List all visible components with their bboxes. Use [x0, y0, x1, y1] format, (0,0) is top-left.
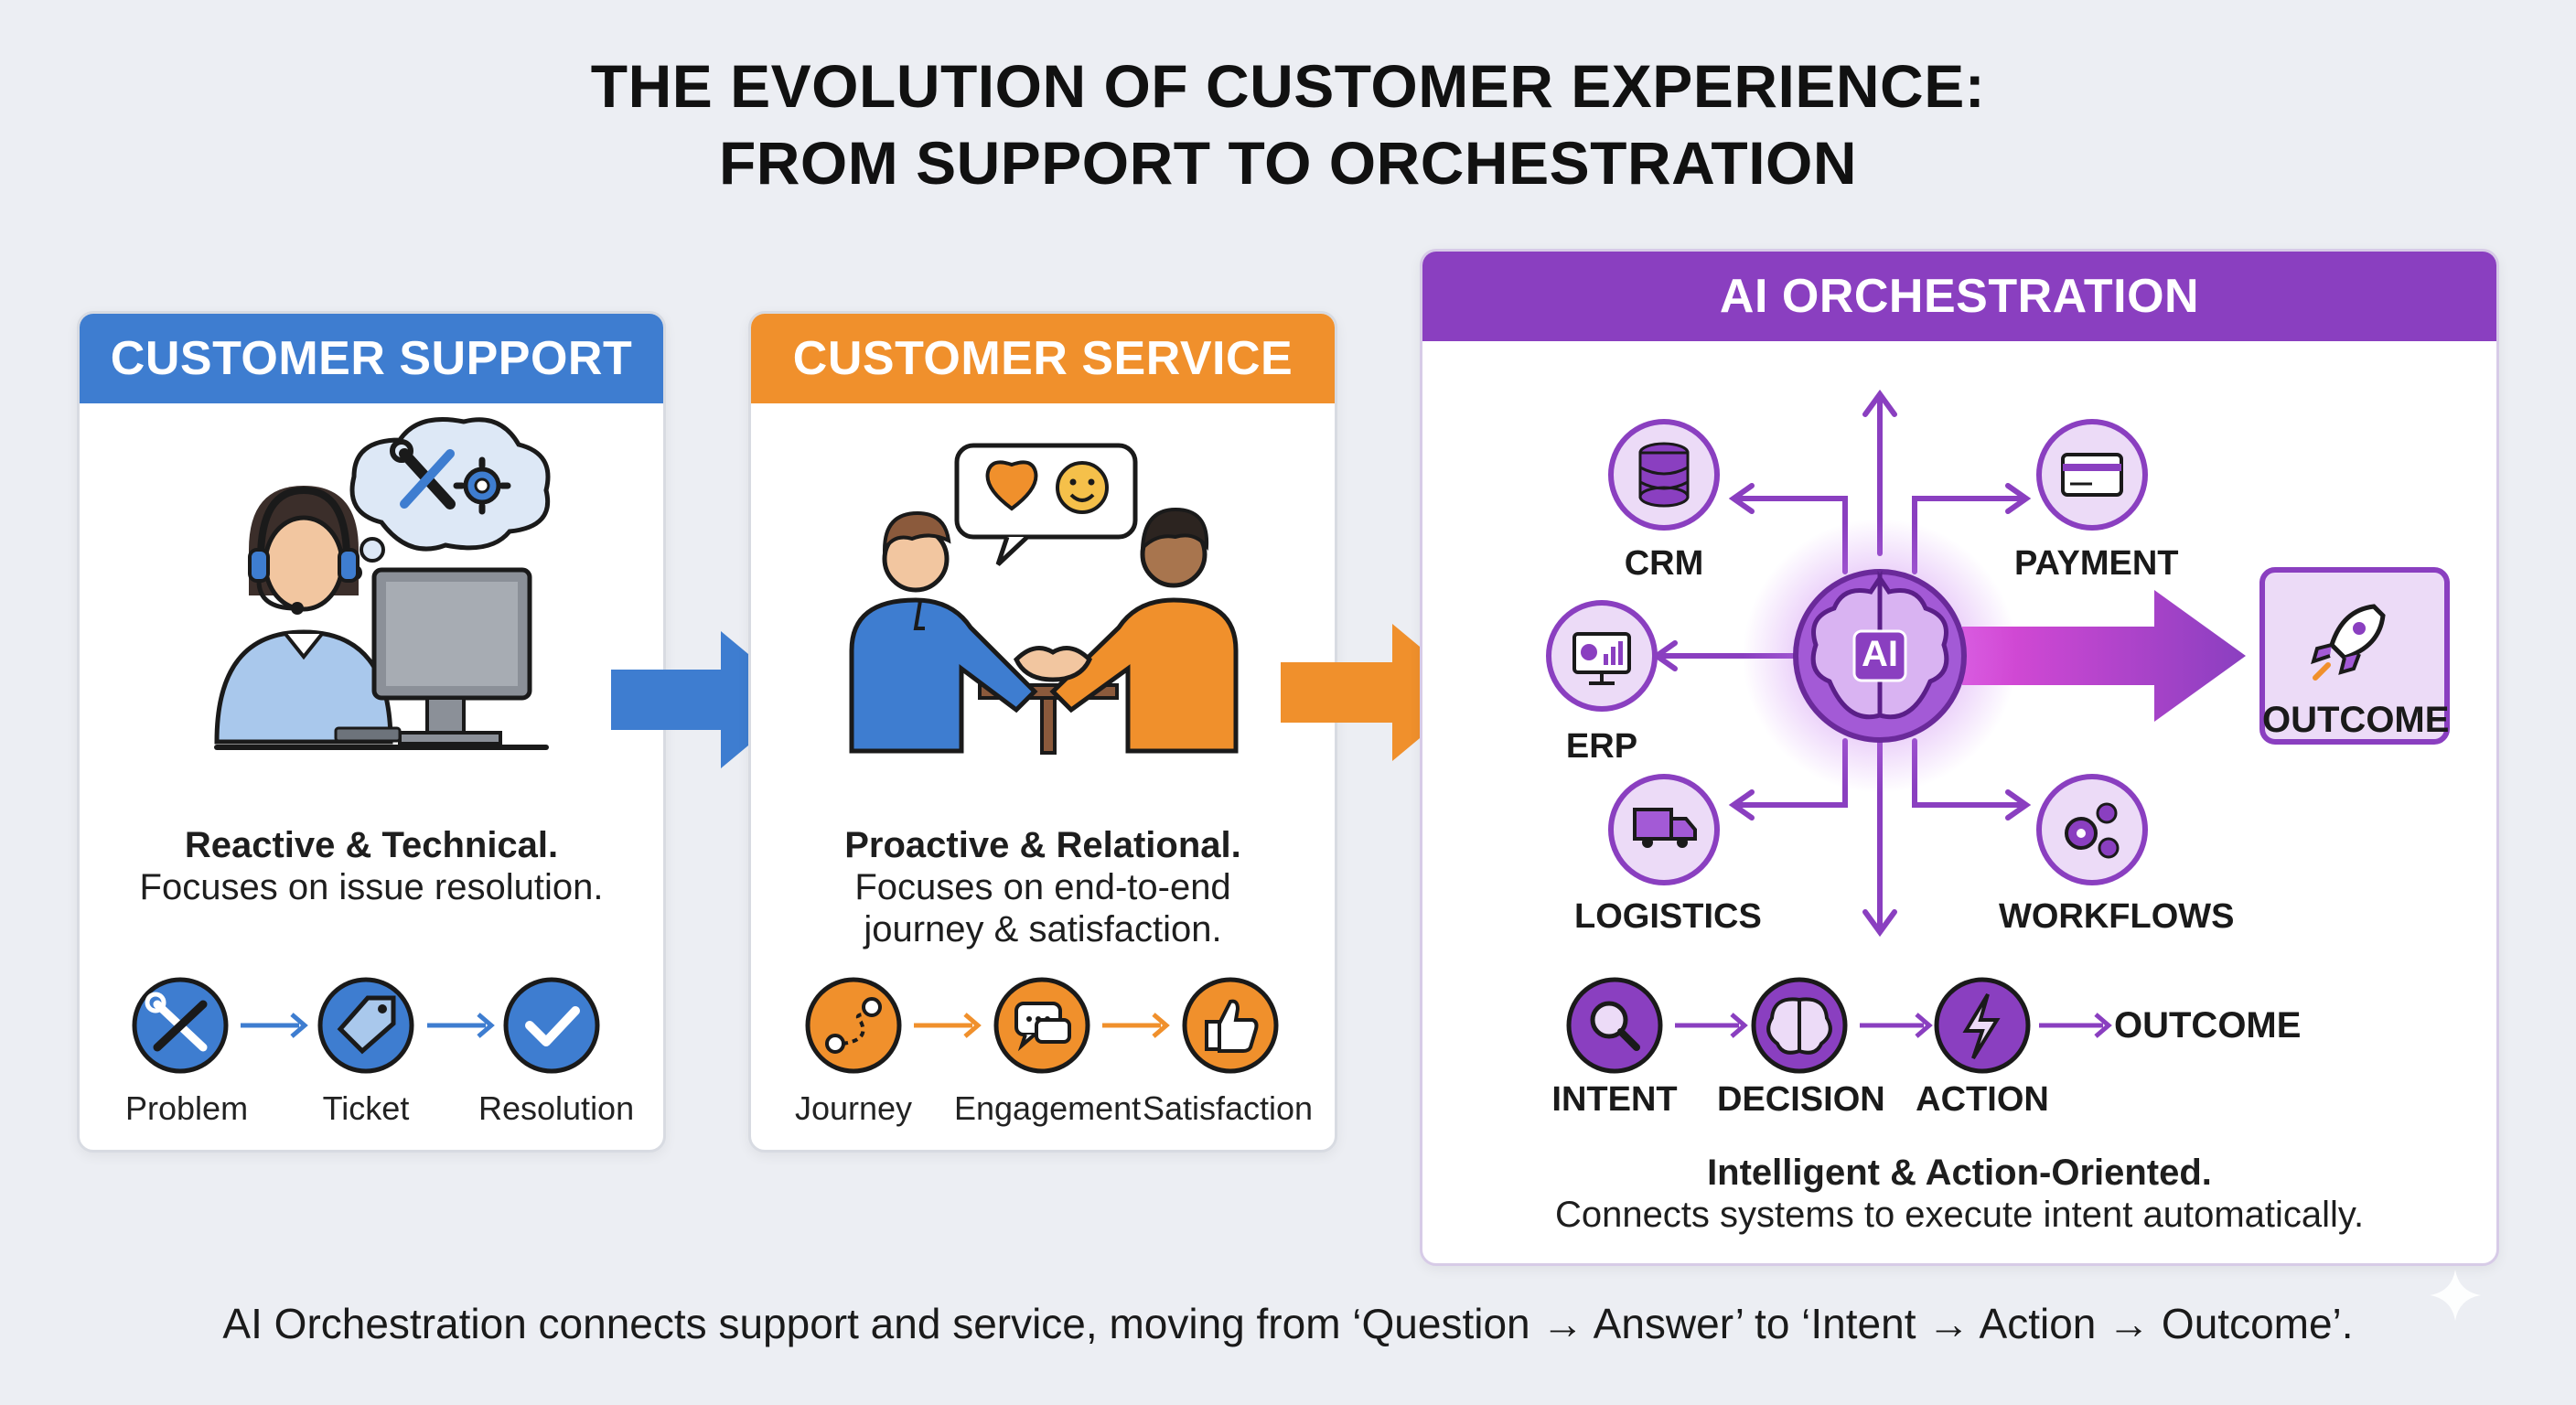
action-lightning-icon [1934, 977, 2031, 1074]
customer-support-card: CUSTOMER SUPPORT [77, 311, 666, 1153]
ai-brain-hub-icon [1743, 519, 2017, 793]
service-desc-bold: Proactive & Relational. [844, 825, 1241, 865]
ticket-tag-icon [317, 977, 414, 1074]
orchestration-desc-text: Connects systems to execute intent autom… [1554, 1195, 2365, 1235]
flow-label-engagement: Engagement [954, 1089, 1142, 1127]
handshake-illustration [849, 443, 1239, 755]
title-line-1: THE EVOLUTION OF CUSTOMER EXPERIENCE: [590, 52, 1986, 120]
service-flow [805, 977, 1279, 1074]
node-label-logistics: LOGISTICS [1574, 897, 1762, 936]
orchestration-description: Intelligent & Action-Oriented. Connects … [1422, 1152, 2496, 1236]
ai-orchestration-header: AI ORCHESTRATION [1422, 252, 2496, 341]
service-desc-line-1: Focuses on end-to-end [854, 867, 1231, 907]
flow-label-journey: Journey [794, 1089, 913, 1127]
flow-label-resolution: Resolution [478, 1089, 635, 1127]
support-flow [132, 977, 600, 1074]
outcome-box-label: OUTCOME [2262, 700, 2450, 740]
problem-tools-icon [132, 977, 229, 1074]
flow-label-satisfaction: Satisfaction [1142, 1089, 1314, 1127]
person-right-icon [1049, 507, 1239, 754]
payment-card-icon [2036, 419, 2148, 531]
ai-orchestration-card: AI ORCHESTRATION [1420, 249, 2499, 1266]
computer-monitor-icon [334, 567, 532, 745]
flow-label-problem: Problem [125, 1089, 249, 1127]
workflows-gears-icon [2036, 774, 2148, 885]
sparkle-icon [2430, 1270, 2481, 1321]
satisfaction-thumbs-up-icon [1182, 977, 1279, 1074]
customer-support-header: CUSTOMER SUPPORT [80, 314, 663, 403]
customer-service-header: CUSTOMER SERVICE [751, 314, 1335, 403]
support-agent-illustration [214, 417, 551, 750]
page-title: THE EVOLUTION OF CUSTOMER EXPERIENCE: FR… [0, 48, 2576, 201]
node-label-workflows: WORKFLOWS [1999, 897, 2235, 936]
support-description: Reactive & Technical. Focuses on issue r… [80, 824, 663, 908]
decision-brain-icon [1751, 977, 1848, 1074]
support-desc-text: Focuses on issue resolution. [139, 867, 604, 907]
node-label-payment: PAYMENT [2014, 544, 2179, 583]
flow-label-outcome: OUTCOME [2114, 1005, 2302, 1046]
flow-label-decision: DECISION [1717, 1080, 1885, 1119]
intent-search-icon [1566, 977, 1663, 1074]
crm-database-icon [1608, 419, 1720, 531]
hub-to-outcome-arrow [1962, 590, 2246, 722]
customer-service-card: CUSTOMER SERVICE Proactive & Rel [748, 311, 1337, 1153]
footer-caption: AI Orchestration connects support and se… [222, 1300, 2354, 1347]
engagement-chat-icon [993, 977, 1090, 1074]
logistics-truck-icon [1608, 774, 1720, 885]
outcome-rocket-box [2259, 567, 2450, 745]
orchestration-desc-bold: Intelligent & Action-Oriented. [1707, 1153, 2212, 1193]
handshake-icon [1014, 646, 1092, 682]
erp-dashboard-icon [1546, 600, 1658, 712]
service-desc-line-2: journey & satisfaction. [864, 909, 1222, 949]
service-description: Proactive & Relational. Focuses on end-t… [751, 824, 1335, 950]
tools-thought-bubble-icon [346, 417, 551, 581]
flow-label-ticket: Ticket [322, 1089, 410, 1127]
orchestration-hub-diagram [1546, 389, 2450, 1074]
person-left-icon [849, 510, 1038, 754]
resolution-check-icon [503, 977, 600, 1074]
support-desc-bold: Reactive & Technical. [184, 825, 559, 865]
heart-smile-speech-bubble-icon [954, 443, 1138, 566]
node-label-crm: CRM [1624, 544, 1704, 583]
title-line-2: FROM SUPPORT TO ORCHESTRATION [718, 129, 1858, 197]
flow-label-action: ACTION [1916, 1080, 2049, 1119]
journey-map-icon [805, 977, 902, 1074]
node-label-erp: ERP [1565, 727, 1638, 766]
hub-ai-label: AI [1862, 634, 1898, 674]
headset-agent-icon [214, 486, 393, 745]
flow-label-intent: INTENT [1551, 1080, 1678, 1119]
